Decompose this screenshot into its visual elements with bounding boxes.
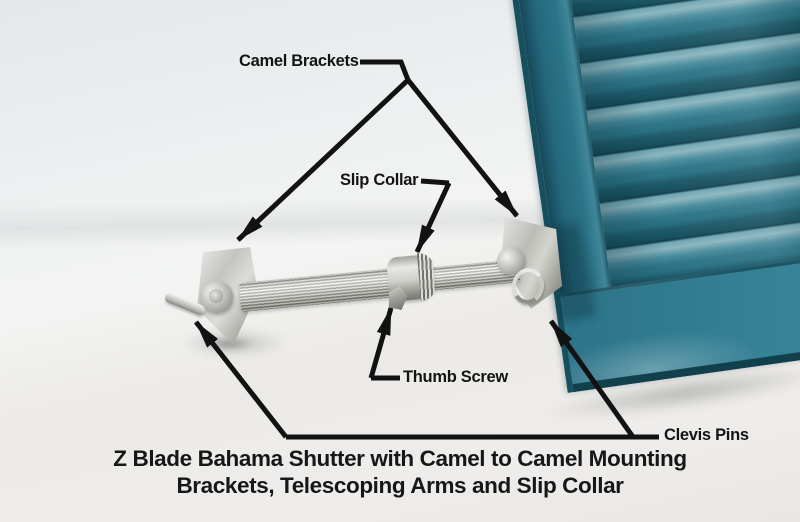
caption-line-1: Z Blade Bahama Shutter with Camel to Cam… [113, 446, 687, 471]
slip-collar-label: Slip Collar [340, 171, 419, 189]
caption-line-2: Brackets, Telescoping Arms and Slip Coll… [176, 472, 624, 498]
camel-brackets-arrow-right [406, 78, 519, 218]
caption: Z Blade Bahama Shutter with Camel to Cam… [0, 446, 800, 499]
bracket-boss-right [497, 247, 525, 275]
camel-brackets-leader [360, 59, 411, 81]
slip-collar-leader [420, 178, 450, 186]
clevis-pins-arrow-left [194, 320, 288, 439]
bracket-boss-left [201, 281, 233, 313]
clevis-pins-label: Clevis Pins [664, 426, 749, 444]
slip-collar-arrow [414, 181, 452, 254]
camel-brackets-arrow-left [236, 78, 410, 242]
camel-brackets-label: Camel Brackets [239, 52, 359, 70]
thumb-screw-label: Thumb Screw [403, 368, 508, 386]
thumb-screw-arrow [368, 307, 394, 379]
clevis-pins-arrow-right [548, 319, 636, 439]
